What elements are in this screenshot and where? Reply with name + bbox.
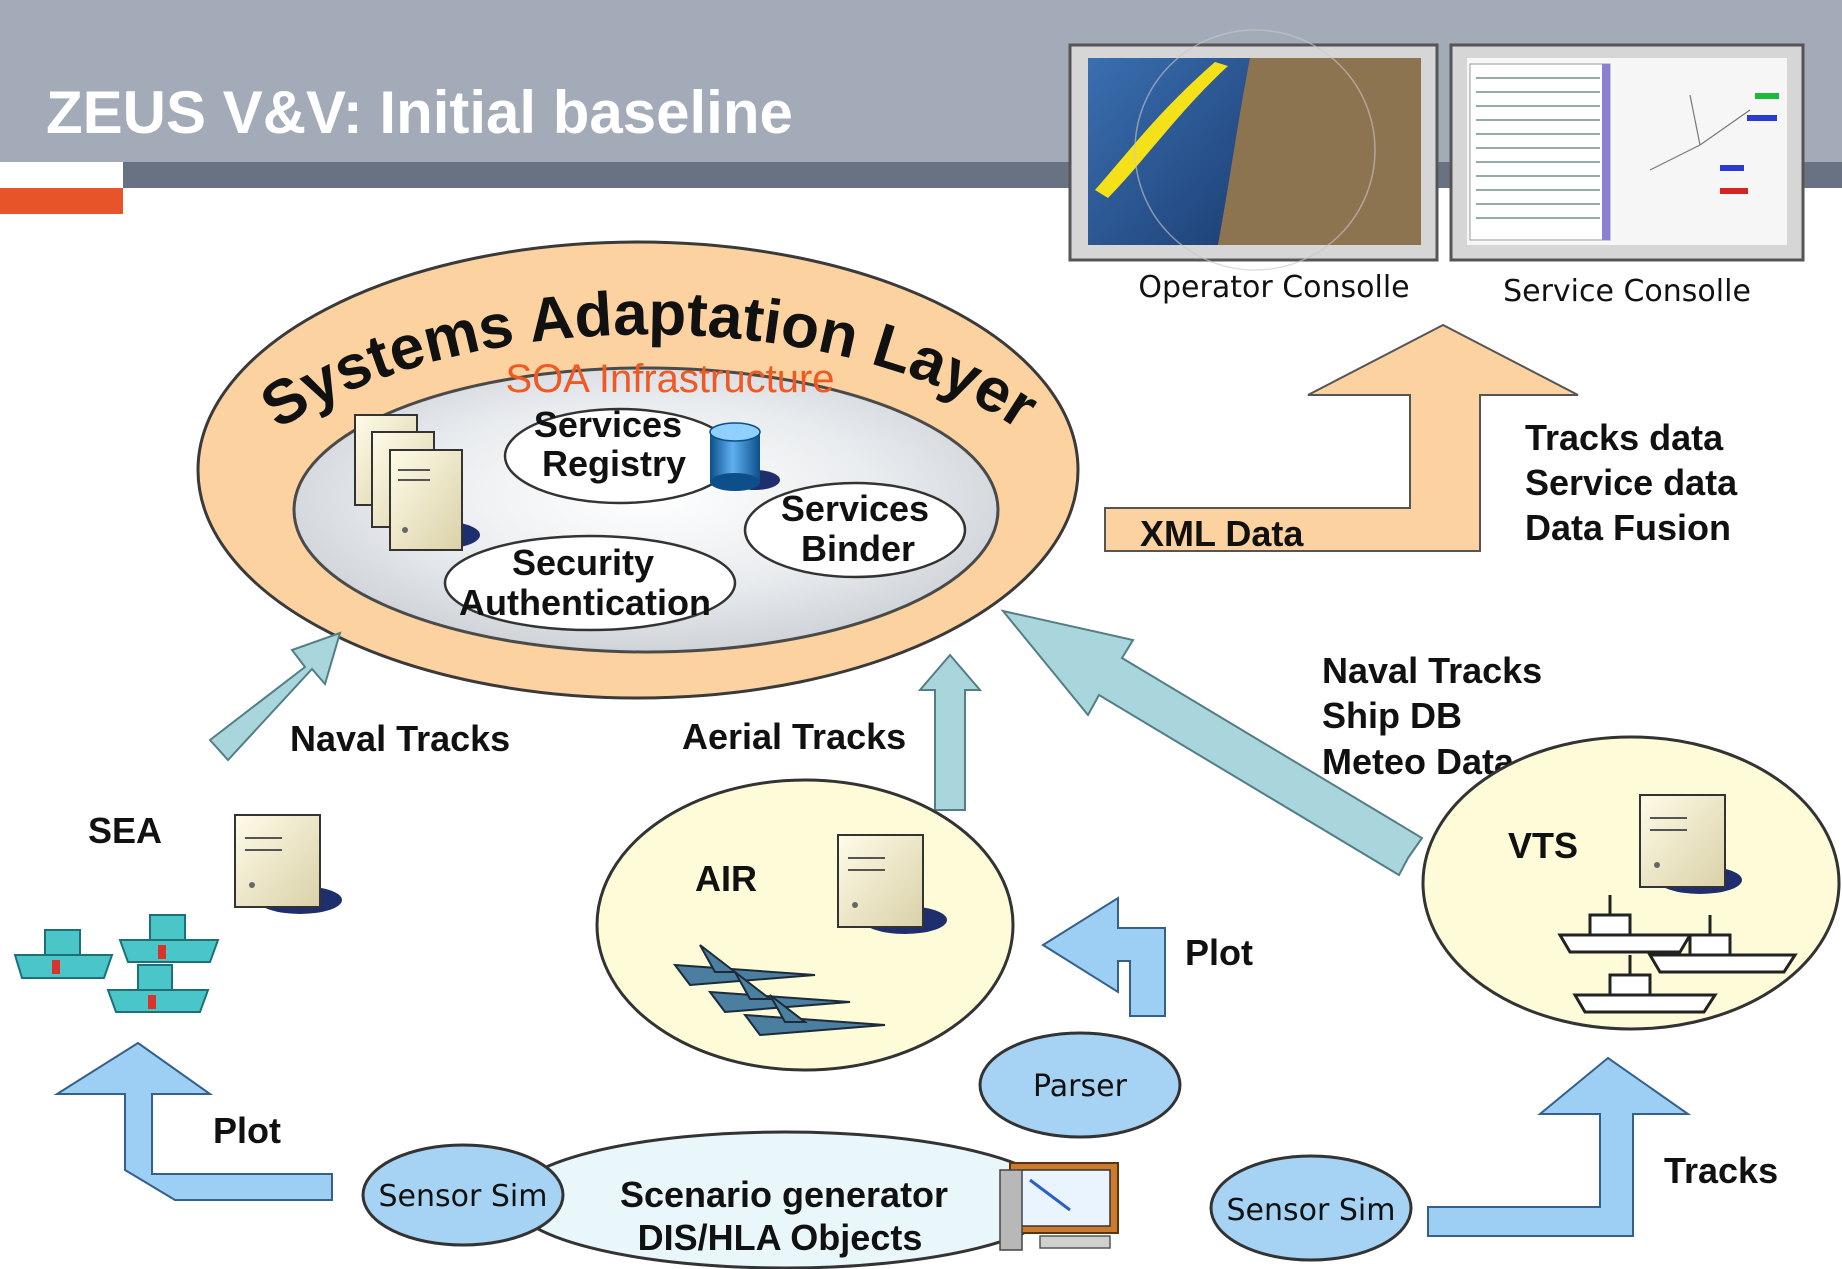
- services-registry-line1: Services: [534, 404, 682, 445]
- operator-console: Operator Consolle: [1068, 29, 1439, 305]
- security-line2: Authentication: [459, 582, 711, 623]
- naval-tracks-label: Naval Tracks: [290, 718, 510, 759]
- map-coast: [1095, 62, 1228, 198]
- xml-item-3: Data Fusion: [1525, 507, 1731, 548]
- systems-adaptation-layer: Systems Adaptation Layer SOA Infrastruct…: [196, 240, 1080, 700]
- air-node: AIR: [595, 778, 1015, 1072]
- scenario-line1: Scenario generator: [620, 1174, 948, 1215]
- services-registry-line2: Registry: [542, 443, 686, 484]
- header-accent: [0, 188, 123, 214]
- scenario-line2: DIS/HLA Objects: [638, 1217, 923, 1258]
- sensor-sim-left-label: Sensor Sim: [379, 1179, 548, 1214]
- track-arrows: [208, 609, 1424, 877]
- sea-node: SEA: [13, 810, 342, 1013]
- service-console: Service Consolle: [1449, 43, 1805, 309]
- ship-markings: [52, 945, 166, 1009]
- service-status-red: [1720, 188, 1748, 194]
- vts-node: VTS: [1421, 735, 1841, 1031]
- sensor-sim-right: [1209, 1154, 1413, 1262]
- services-binder-bubble: [743, 481, 967, 579]
- jets-icon: [672, 944, 886, 1037]
- slide-title: ZEUS V&V: Initial baseline: [46, 79, 793, 146]
- sea-label: SEA: [88, 810, 162, 851]
- service-status-blue-2: [1720, 165, 1744, 171]
- plot-arrows: [53, 896, 1692, 1237]
- scenario-section: Scenario generator DIS/HLA Objects Senso…: [361, 1031, 1413, 1269]
- vts-item-3: Meteo Data: [1322, 741, 1515, 782]
- service-console-rows: [1476, 77, 1600, 219]
- patrol-ships-icon: [13, 914, 220, 1013]
- xml-data-arrow: [1104, 323, 1579, 552]
- parser-label: Parser: [1033, 1069, 1128, 1104]
- aerial-tracks-arrow: [917, 653, 983, 811]
- parser-node: [978, 1031, 1182, 1139]
- soa-label: SOA Infrastructure: [505, 357, 834, 401]
- service-console-label: Service Consolle: [1503, 274, 1751, 309]
- security-line1: Security: [512, 542, 654, 583]
- tracks-right-label: Tracks: [1664, 1150, 1778, 1191]
- plot-air-arrow: [1041, 896, 1166, 1017]
- operator-console-label: Operator Consolle: [1138, 270, 1409, 305]
- sea-server-icon: [234, 814, 342, 914]
- xml-data-flow: XML Data Tracks data Service data Data F…: [1104, 323, 1738, 554]
- vts-item-2: Ship DB: [1322, 695, 1462, 736]
- service-status-blue-1: [1747, 115, 1777, 121]
- sensor-sim-left: [361, 1143, 565, 1247]
- air-label: AIR: [695, 858, 757, 899]
- security-bubble: [443, 534, 737, 632]
- radar-ring: [1134, 29, 1376, 271]
- air-server-icon: [837, 834, 947, 934]
- map-land: [1218, 58, 1421, 245]
- plot-left-arrow: [53, 1041, 333, 1201]
- server-stack-icon: [354, 414, 480, 551]
- vts-item-1: Naval Tracks: [1322, 650, 1542, 691]
- naval-tracks-arrow: [208, 631, 342, 762]
- map-sea: [1088, 58, 1250, 245]
- xml-item-2: Service data: [1525, 462, 1738, 503]
- service-console-scrollbar: [1602, 64, 1610, 240]
- vts-label: VTS: [1508, 825, 1578, 866]
- service-console-graph: [1649, 94, 1751, 171]
- xml-data-label: XML Data: [1140, 513, 1304, 554]
- xml-item-1: Tracks data: [1525, 417, 1724, 458]
- services-binder-line2: Binder: [801, 528, 915, 569]
- services-binder-line1: Services: [781, 488, 929, 529]
- plot-air-label: Plot: [1185, 932, 1253, 973]
- vts-ships-icon: [1557, 895, 1798, 1014]
- workstation-icon: [999, 1162, 1119, 1251]
- aerial-tracks-label: Aerial Tracks: [682, 716, 906, 757]
- vts-tracks-arrow: [1000, 609, 1424, 877]
- database-icon: [709, 422, 780, 491]
- tracks-right-arrow: [1427, 1056, 1692, 1237]
- service-status-green: [1755, 93, 1779, 99]
- vts-server-icon: [1639, 794, 1742, 894]
- plot-left-label: Plot: [213, 1110, 281, 1151]
- service-console-list: [1469, 63, 1611, 241]
- sensor-sim-right-label: Sensor Sim: [1227, 1193, 1396, 1228]
